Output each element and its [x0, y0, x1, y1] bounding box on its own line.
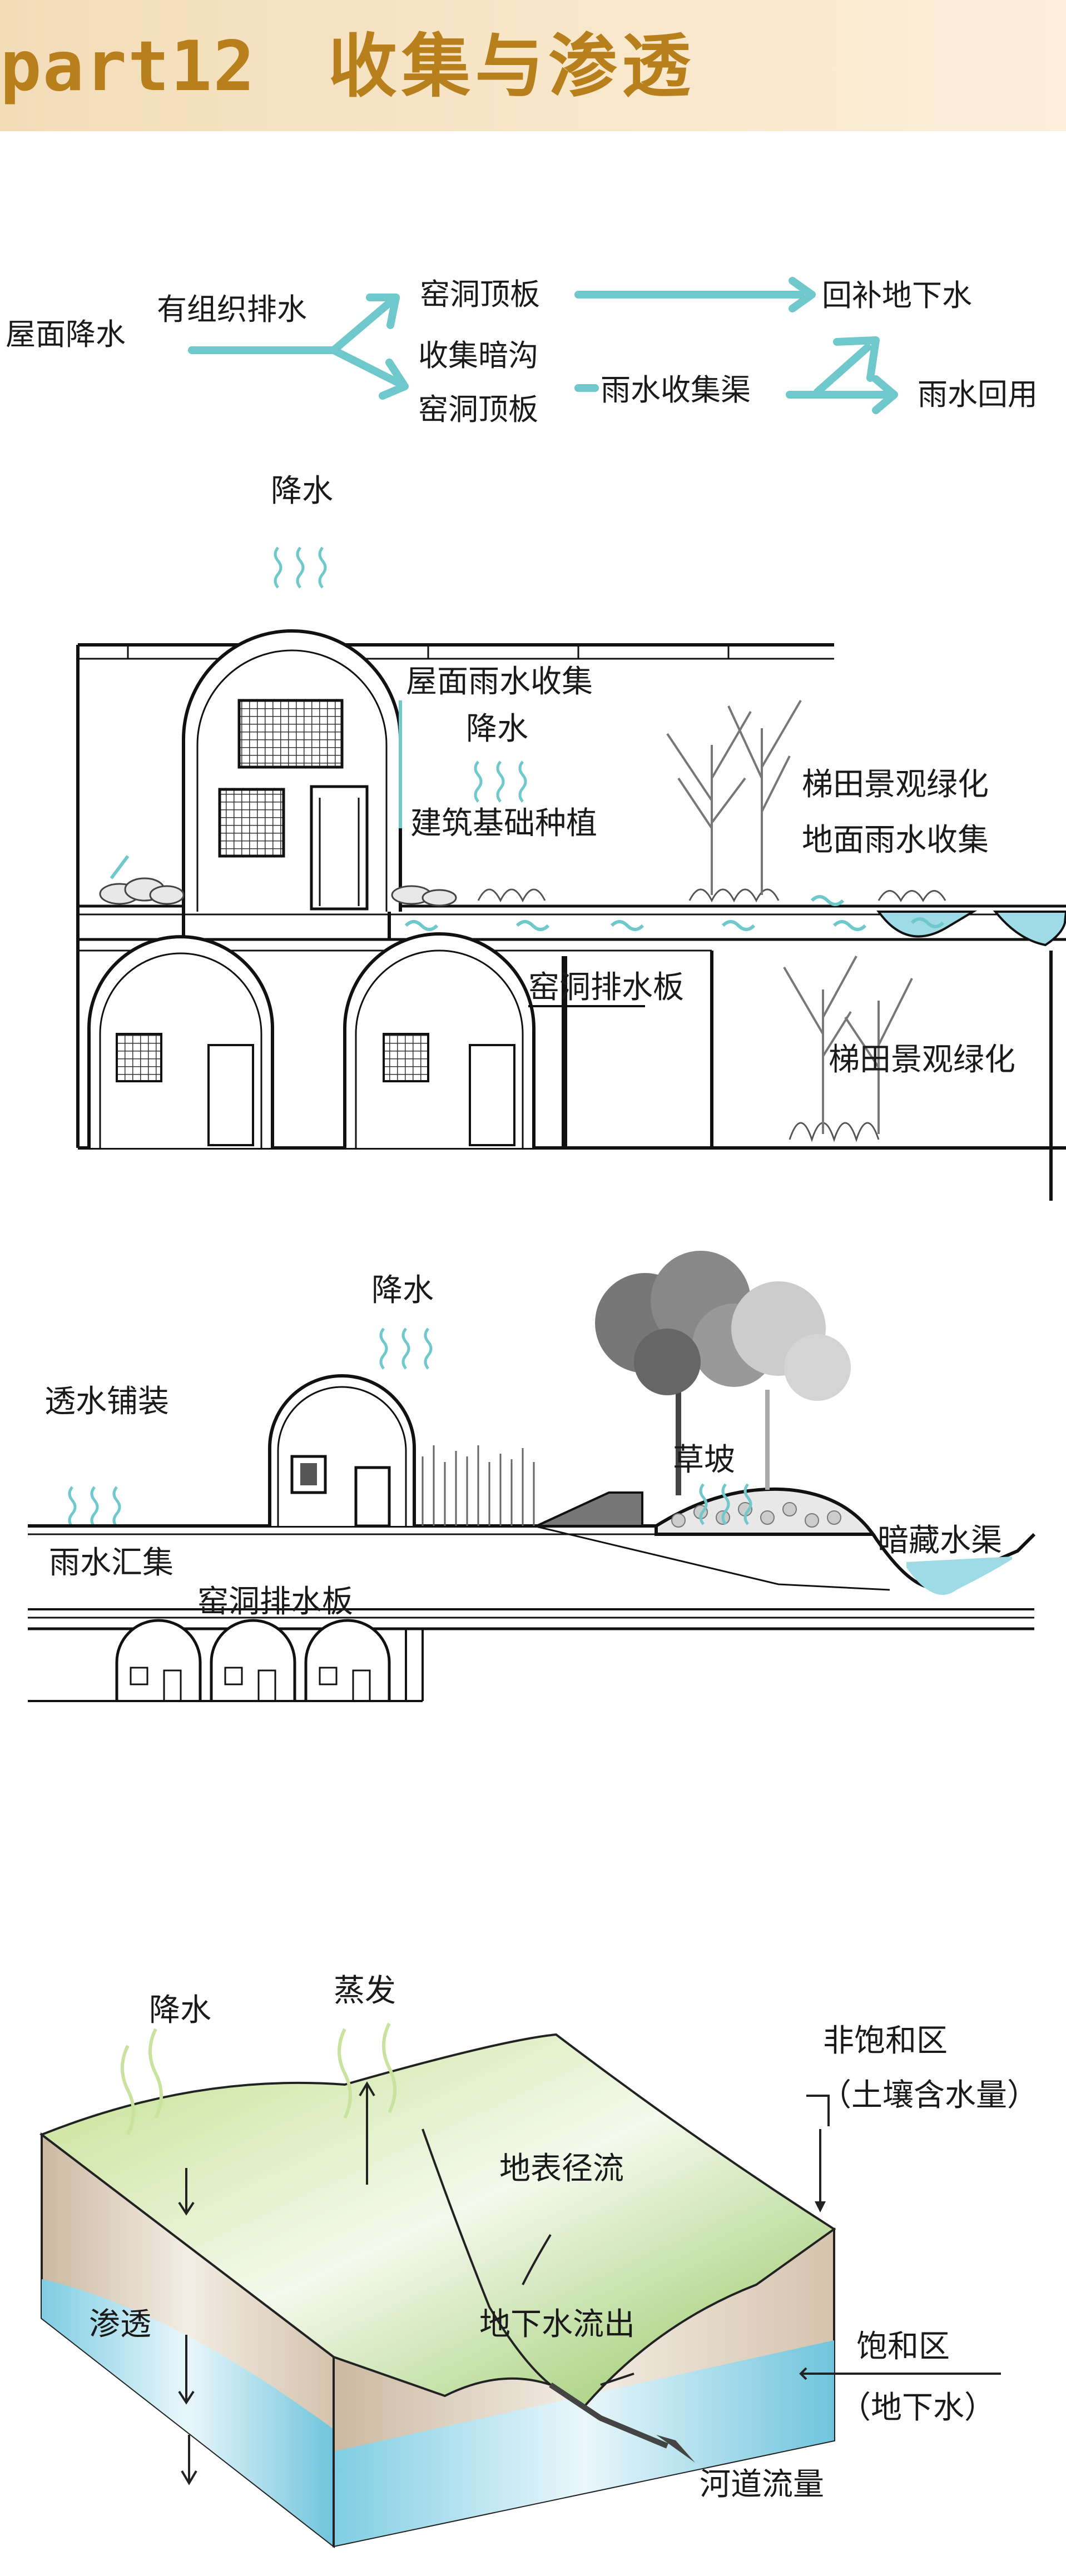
s2-grass-slope-label: 草坡 — [673, 1442, 735, 1478]
s3-river-flow-label: 河道流量 — [700, 2466, 824, 2503]
s1-water-flow — [406, 897, 943, 929]
s1-rain-icon — [275, 548, 325, 588]
flow-line-to-reuse-arrow — [872, 375, 898, 414]
s2-rain-label: 降水 — [371, 1272, 434, 1309]
s3-rain-label: 降水 — [149, 1992, 211, 2028]
s3-groundwater-out-label: 地下水流出 — [479, 2306, 635, 2343]
s2-reeds — [422, 1445, 535, 1526]
s1-rocks — [99, 877, 457, 907]
s1-drain-board-label: 窑洞排水板 — [528, 969, 684, 1006]
s3-soil-water-label: （土壤含水量） — [820, 2077, 1038, 2113]
section-water-cycle: 降水 蒸发 非饱和区 （土壤含水量） 地表径流 渗透 地下水流出 饱和区 （地下… — [39, 1973, 1038, 2549]
s1-rain-label-2: 降水 — [466, 711, 528, 747]
flow-rain-channel: 雨水收集渠 — [601, 372, 751, 407]
s2-drain-board-label: 窑洞排水板 — [197, 1584, 353, 1620]
section-title: 收集与渗透 — [328, 27, 695, 107]
section-cave-dwelling: 降水 — [76, 473, 1066, 1201]
page-title: part12 收集与渗透 — [0, 11, 695, 122]
s3-saturated-label: 饱和区 — [856, 2329, 950, 2365]
s2-retaining-wall — [536, 1491, 643, 1527]
s2-lower-caves — [115, 1619, 391, 1701]
s1-pond-right — [993, 911, 1066, 947]
flow-line-up-recharge-arrow — [833, 336, 880, 382]
s1-pond-left — [876, 911, 978, 938]
s2-permeable-label: 透水铺装 — [44, 1384, 169, 1420]
part-number: part12 — [0, 27, 256, 107]
rainwater-flow-diagram: 屋面降水 有组织排水 窑洞顶板 回补地下水 收集暗沟 窑洞顶板 雨水收集渠 雨水… — [6, 277, 1038, 427]
s2-permeable-rain — [70, 1487, 120, 1527]
s2-rain-icon — [381, 1329, 431, 1369]
title-banner: part12 收集与渗透 — [0, 0, 1066, 131]
flow-branch-down — [330, 346, 401, 386]
flow-line-up-recharge — [814, 344, 871, 396]
flow-cave-roof-1: 窑洞顶板 — [420, 277, 540, 312]
flow-branch-up-arrow — [366, 294, 400, 329]
s1-trees — [666, 699, 913, 1134]
s2-tree — [595, 1251, 851, 1495]
flow-line-to-recharge-arrow — [789, 277, 816, 312]
flow-roof-rain: 屋面降水 — [6, 317, 126, 352]
flow-recharge: 回补地下水 — [822, 278, 972, 313]
s3-unsaturated-label: 非饱和区 — [823, 2023, 948, 2059]
s1-upper-door — [310, 785, 369, 911]
section-permeable-paving: 降水 透水铺装 — [28, 1251, 1036, 1702]
s1-roof-collect-label: 屋面雨水收集 — [406, 664, 593, 700]
s1-foundation-plant-label: 建筑基础种植 — [410, 805, 597, 842]
s2-gather-label: 雨水汇集 — [49, 1545, 173, 1581]
s3-infiltration-label: 渗透 — [89, 2306, 151, 2343]
flow-organized-drain: 有组织排水 — [157, 292, 307, 327]
s3-surface-runoff-label: 地表径流 — [499, 2151, 624, 2187]
flow-branch-down-arrow — [379, 359, 409, 400]
flow-hidden-ditch: 收集暗沟 — [418, 338, 538, 373]
s3-valley — [422, 2129, 552, 2386]
s1-ground-collect-label: 地面雨水收集 — [802, 822, 989, 858]
s1-terrace-green-label-2: 梯田景观绿化 — [829, 1042, 1015, 1078]
s1-rain-icon-2 — [475, 762, 525, 802]
s1-terrace-green-label-1: 梯田景观绿化 — [802, 767, 989, 803]
flow-cave-roof-2: 窑洞顶板 — [418, 392, 538, 427]
s1-upper-window-1 — [237, 699, 344, 769]
s1-upper-window-2 — [218, 788, 285, 858]
s2-cave — [268, 1374, 416, 1526]
flow-branch-up — [330, 299, 393, 354]
s2-hidden-channel-label: 暗藏水渠 — [877, 1523, 1002, 1559]
flow-reuse: 雨水回用 — [918, 377, 1038, 412]
s3-evaporation-label: 蒸发 — [334, 1973, 396, 2009]
s1-rain-label: 降水 — [271, 473, 333, 509]
s3-groundwater-label: （地下水） — [840, 2390, 995, 2426]
